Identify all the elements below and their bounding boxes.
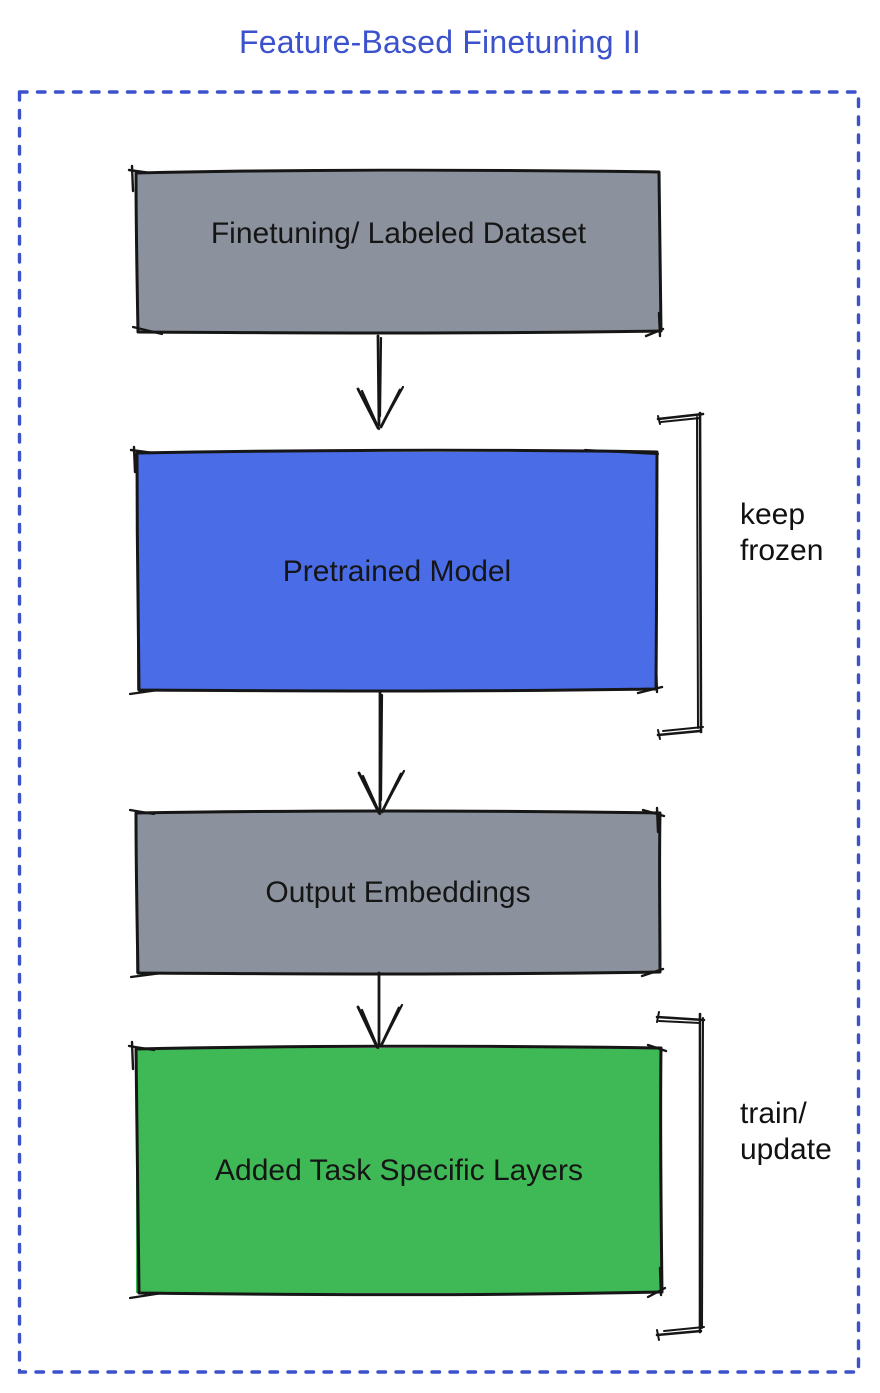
node-added-task-specific-layers: Added Task Specific Layers: [136, 1048, 662, 1293]
node-pretrained-model: Pretrained Model: [137, 452, 657, 690]
node-added-task-specific-layers-label: Added Task Specific Layers: [215, 1154, 583, 1187]
annotation-keep-frozen-line2: frozen: [740, 534, 824, 567]
annotation-train-update-line1: train/: [740, 1097, 807, 1130]
annotation-train-update-line2: update: [740, 1133, 832, 1166]
arrow-pretrained-to-embeddings: [357, 691, 406, 816]
bracket-train-update: [655, 1011, 706, 1341]
arrow-dataset-to-pretrained: [356, 334, 405, 431]
diagram-title: Feature-Based Finetuning II: [238, 24, 642, 60]
node-output-embeddings-label: Output Embeddings: [265, 876, 531, 909]
node-finetuning-dataset-label: Finetuning/ Labeled Dataset: [210, 216, 587, 250]
node-output-embeddings: Output Embeddings: [136, 812, 660, 973]
node-finetuning-dataset: Finetuning/ Labeled Dataset: [137, 172, 660, 332]
arrow-embeddings-to-layers: [356, 971, 404, 1050]
bracket-keep-frozen: [656, 411, 705, 740]
annotation-keep-frozen: keep frozen: [740, 497, 823, 569]
annotation-keep-frozen-line1: keep: [740, 498, 806, 531]
node-pretrained-model-label: Pretrained Model: [282, 554, 512, 588]
annotation-train-update: train/ update: [740, 1096, 832, 1168]
